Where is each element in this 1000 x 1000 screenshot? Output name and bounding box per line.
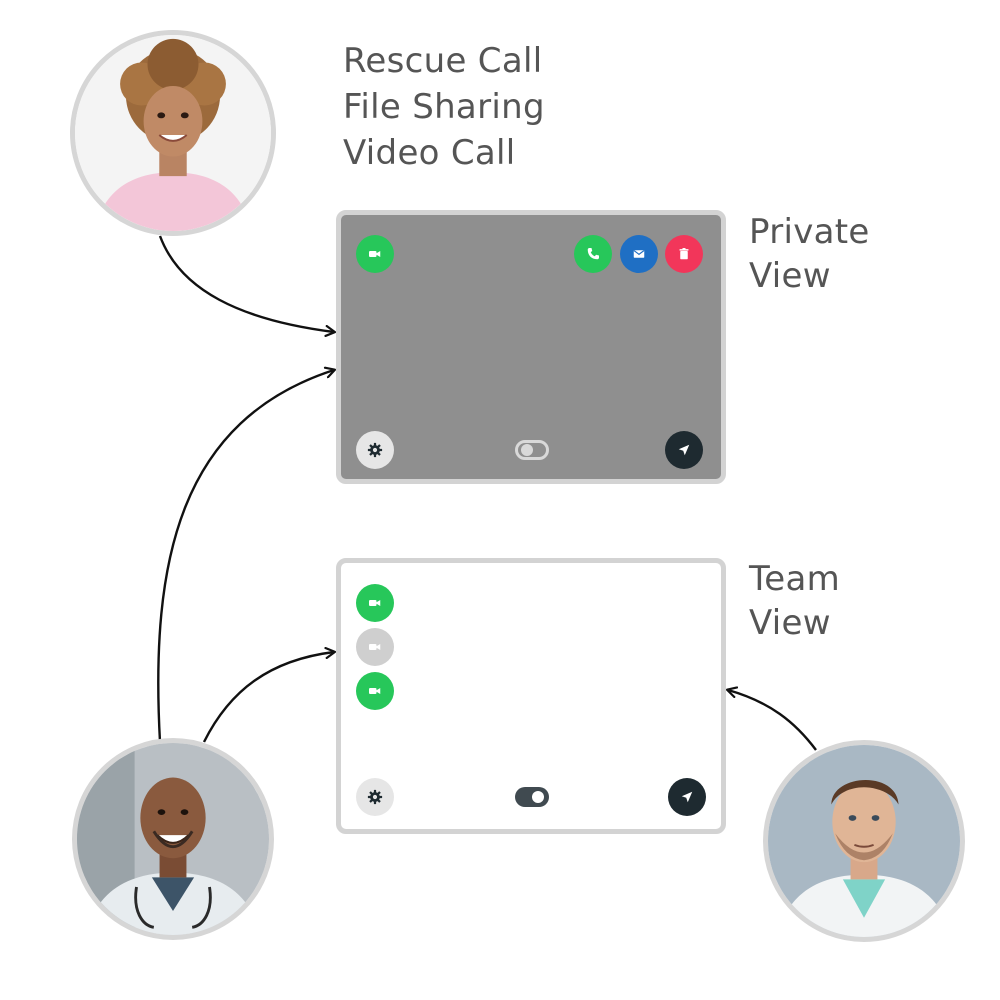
private-delete-button[interactable]: [665, 235, 703, 273]
team-video-button-3[interactable]: [356, 672, 394, 710]
video-icon: [366, 245, 384, 263]
video-icon: [366, 638, 384, 656]
private-send-button[interactable]: [665, 431, 703, 469]
toggle-knob: [532, 791, 544, 803]
feature-rescue-call: Rescue Call: [343, 38, 545, 84]
trash-icon: [675, 245, 693, 263]
doctor-portrait-icon: [768, 745, 960, 937]
private-mail-button[interactable]: [620, 235, 658, 273]
team-video-button-2[interactable]: [356, 628, 394, 666]
team-send-button[interactable]: [668, 778, 706, 816]
video-icon: [366, 682, 384, 700]
doctor-portrait-icon: [77, 743, 269, 935]
private-toggle-switch[interactable]: [515, 440, 549, 460]
private-video-button[interactable]: [356, 235, 394, 273]
mail-icon: [630, 245, 648, 263]
private-phone-button[interactable]: [574, 235, 612, 273]
private-view-panel: [336, 210, 726, 484]
feature-video-call: Video Call: [343, 130, 545, 176]
gear-icon: [366, 788, 384, 806]
video-icon: [366, 594, 384, 612]
arrow-patient-to-private: [160, 236, 334, 332]
arrow-doctor-left-to-team: [204, 652, 334, 742]
team-view-panel: [336, 558, 726, 834]
send-icon: [678, 788, 696, 806]
private-settings-button[interactable]: [356, 431, 394, 469]
gear-icon: [366, 441, 384, 459]
feature-list: Rescue Call File Sharing Video Call: [343, 38, 545, 176]
team-view-label: Team View: [749, 557, 840, 645]
doctor-left-avatar: [72, 738, 274, 940]
feature-file-sharing: File Sharing: [343, 84, 545, 130]
patient-avatar: [70, 30, 276, 236]
doctor-right-avatar: [763, 740, 965, 942]
team-settings-button[interactable]: [356, 778, 394, 816]
arrow-doctor-right-to-team: [728, 690, 816, 750]
toggle-knob: [521, 444, 533, 456]
phone-icon: [584, 245, 602, 263]
woman-portrait-icon: [75, 35, 271, 231]
send-icon: [675, 441, 693, 459]
team-video-button-1[interactable]: [356, 584, 394, 622]
team-toggle-switch[interactable]: [515, 787, 549, 807]
private-view-label: Private View: [749, 210, 870, 298]
